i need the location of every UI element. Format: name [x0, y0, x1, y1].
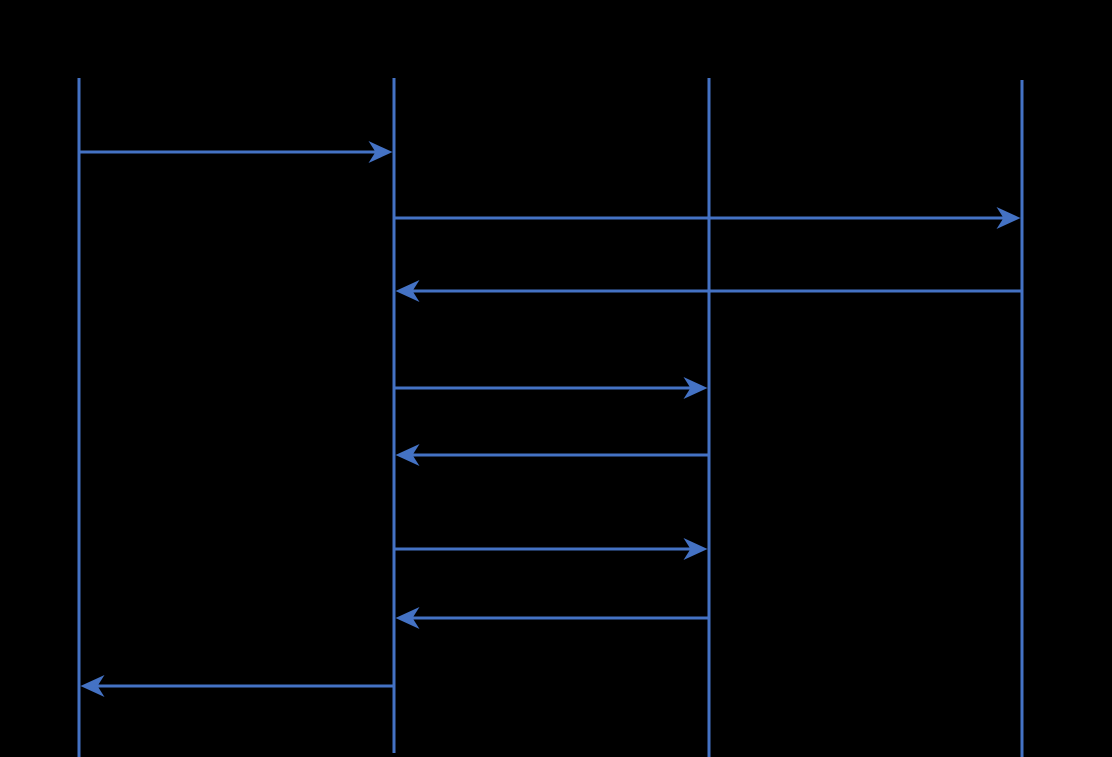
message-3 — [395, 280, 1022, 302]
message-4 — [394, 377, 708, 399]
message-7-arrowhead-icon — [395, 607, 420, 629]
message-5 — [395, 444, 709, 466]
message-4-arrowhead-icon — [683, 377, 708, 399]
message-3-arrowhead-icon — [395, 280, 420, 302]
message-5-arrowhead-icon — [395, 444, 420, 466]
message-6 — [394, 538, 708, 560]
message-8 — [80, 675, 394, 697]
message-1 — [79, 141, 393, 163]
message-7 — [395, 607, 709, 629]
message-2 — [394, 207, 1021, 229]
message-6-arrowhead-icon — [683, 538, 708, 560]
message-8-arrowhead-icon — [80, 675, 105, 697]
message-1-arrowhead-icon — [368, 141, 393, 163]
message-2-arrowhead-icon — [996, 207, 1021, 229]
